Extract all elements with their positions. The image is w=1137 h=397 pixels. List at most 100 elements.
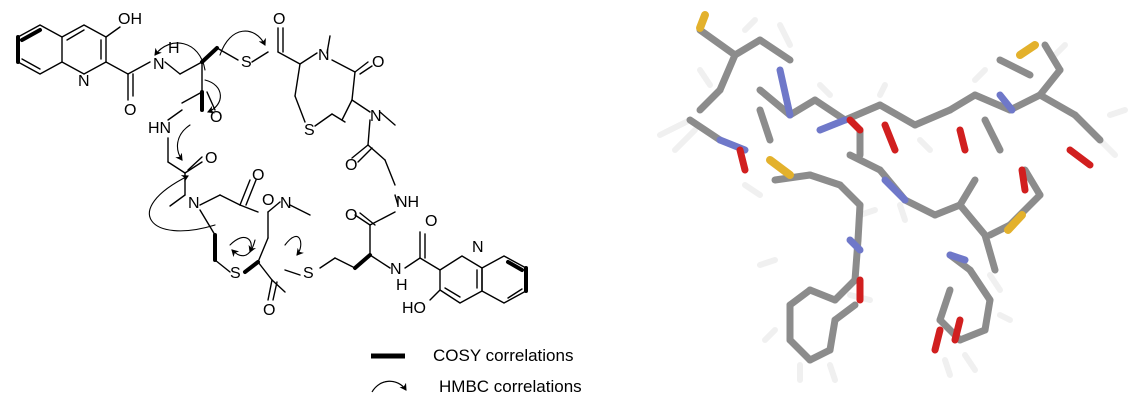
bond-stick [846,151,884,174]
bond-stick [854,201,864,244]
bond-stick [697,67,713,88]
bond-stick [786,96,819,119]
bond-stick [1004,211,1026,234]
bond-stick [816,116,849,134]
bond-stick [817,82,833,98]
atom-label: O [345,157,357,174]
bond-stick [981,116,1004,154]
bond-stick [931,326,944,354]
bond-stick [981,296,994,334]
bond-stick [777,22,793,48]
bond-stick [901,196,939,219]
bond-stick [1016,41,1039,59]
bond-stick [1041,41,1064,74]
bond-stick [672,127,698,153]
bond-stick [962,352,978,373]
hmbc-arrows [149,30,304,258]
bond-stick [696,11,709,32]
bond-stick [917,137,933,153]
atom-label: O [425,213,437,230]
bond-stick [881,176,909,204]
legend: COSY correlations HMBC correlations [371,346,582,396]
bond-stick [757,257,778,268]
crystal-structure-3d [657,11,1128,383]
bond-stick [836,181,864,209]
bond-stick [897,202,908,223]
oxygen-sticks [736,116,1094,354]
bond-stick [827,362,838,383]
atom-label: N [472,239,484,256]
bond-stick [946,251,969,264]
bond-stick [946,91,979,114]
bond-stick [1066,146,1094,169]
atom-label: O [205,150,217,167]
bond-stick [1052,42,1068,58]
atom-label: HN [148,120,171,137]
bond-stick [997,312,1013,323]
bond-stick [1036,91,1079,119]
atom-label: N [390,261,402,278]
atom-label: OH [118,11,142,28]
atom-label: O [372,54,384,71]
bond-stick [881,121,899,154]
sulfur-sticks [696,11,1039,234]
backbone-top-left [105,46,259,213]
cosy-legend-label: COSY correlations [433,346,573,365]
bond-stick [911,106,954,129]
bond-stick [1107,107,1128,118]
bond-stick [996,91,1016,114]
chemical-structure-2d [16,24,528,304]
bond-stick [766,156,794,179]
bond-stick [942,357,953,378]
atom-label: O [124,102,136,119]
bond-stick [736,146,749,174]
hmbc-legend-label: HMBC correlations [439,377,582,396]
bond-stick [1097,137,1118,158]
bond-stick [1071,111,1104,144]
atom-label: S [241,54,252,71]
atom-label: N [153,56,165,73]
nitrogen-sticks [716,66,1016,264]
bond-stick [1021,166,1044,199]
atom-label: O [263,302,275,319]
bond-stick [756,86,794,119]
bond-stick [806,286,839,304]
bond-stick [956,126,969,154]
carbon-sticks [686,26,1104,364]
atom-label: N [318,47,330,64]
ring-bottom-left [199,201,441,301]
atom-label: HO [402,300,426,317]
bond-stick [931,201,964,219]
bond-stick [696,26,739,59]
bond-stick [686,116,724,144]
bond-stick [951,316,964,344]
thioester-and-ring-top [251,27,399,206]
bond-stick [731,36,764,59]
atom-label: O [273,11,285,28]
bond-stick [956,201,989,239]
bond-stick [811,96,849,124]
bond-stick [956,176,979,209]
atom-label: N [370,108,382,125]
bond-stick [831,276,859,304]
quinoline-top [16,24,121,75]
hmbc-legend-arrow-icon [371,380,407,393]
bond-stick [877,82,888,98]
atom-label: O [252,167,264,184]
atom-label: S [304,122,315,139]
bond-stick [756,36,794,64]
atom-label: H [396,277,408,294]
atom-label: N [78,73,90,90]
bond-stick [762,327,778,343]
bond-stick [786,286,814,309]
bond-stick [846,116,864,134]
bond-stick [996,56,1034,79]
atom-label: S [230,265,241,282]
bond-stick [756,106,774,144]
bond-stick [831,301,859,324]
bond-stick [806,346,834,364]
bond-stick [987,272,1003,293]
bond-stick [936,286,954,324]
bond-stick [1006,91,1044,114]
